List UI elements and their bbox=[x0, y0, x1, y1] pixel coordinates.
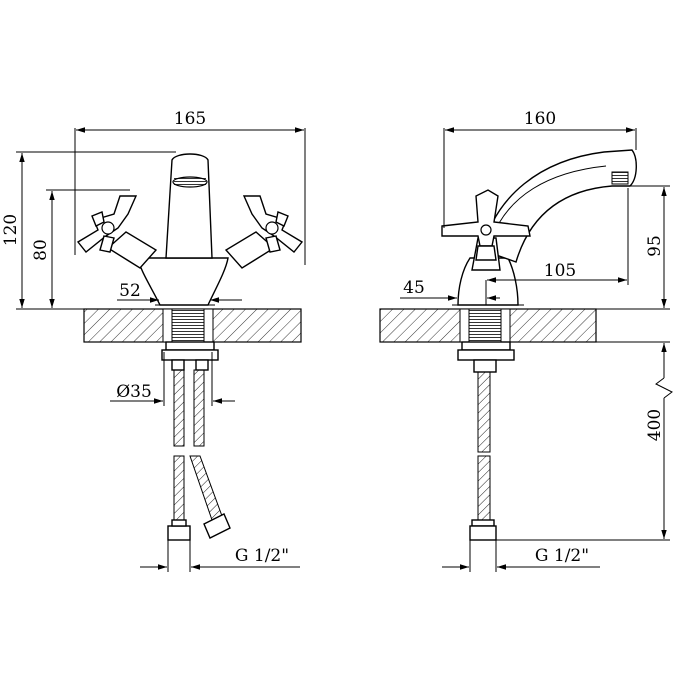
front-hoses bbox=[167, 369, 231, 541]
side-countertop bbox=[379, 308, 597, 343]
dim-side-spout-height-label: 95 bbox=[645, 235, 665, 257]
front-view: 165 120 80 52 Ø35 bbox=[1, 109, 306, 572]
dim-side-spout-reach-label: 105 bbox=[544, 261, 576, 281]
dim-front-base-width-label: 52 bbox=[119, 281, 141, 301]
front-left-cross-handle bbox=[76, 195, 138, 253]
dim-front-thread-label: G 1/2" bbox=[235, 546, 289, 566]
side-cross-handle bbox=[441, 189, 531, 261]
front-faucet-body bbox=[106, 153, 276, 306]
dim-side-thread: G 1/2" bbox=[442, 540, 600, 572]
dim-front-height-total-label: 120 bbox=[1, 214, 21, 246]
dim-side-hose-length-label: 400 bbox=[645, 409, 665, 441]
side-mounting-nut bbox=[457, 341, 515, 373]
dim-front-width: 165 bbox=[74, 109, 306, 265]
dim-front-height-handle-label: 80 bbox=[31, 239, 51, 261]
dim-front-hole-diameter: Ø35 bbox=[110, 352, 235, 406]
dim-front-height-handle: 80 bbox=[31, 189, 130, 308]
dim-side-reach: 160 bbox=[443, 109, 637, 228]
dim-side-base-offset-label: 45 bbox=[403, 278, 425, 298]
dim-front-thread: G 1/2" bbox=[140, 540, 300, 572]
dim-side-spout-reach: 105 bbox=[485, 188, 629, 305]
dim-side-thread-label: G 1/2" bbox=[535, 546, 589, 566]
front-right-cross-handle bbox=[242, 195, 304, 253]
front-mounting-nut bbox=[161, 341, 219, 371]
dim-side-reach-label: 160 bbox=[524, 109, 556, 129]
dim-front-hole-diameter-label: Ø35 bbox=[116, 382, 152, 402]
dim-front-height-total: 120 bbox=[1, 151, 176, 310]
side-view: 160 95 105 45 400 bbox=[379, 109, 673, 572]
dim-front-width-label: 165 bbox=[174, 109, 206, 129]
dim-side-base-offset: 45 bbox=[400, 278, 500, 301]
dim-side-spout-height: 95 bbox=[596, 185, 670, 310]
dim-front-base-width: 52 bbox=[117, 281, 242, 303]
dim-side-hose-length: 400 bbox=[496, 341, 673, 541]
front-countertop bbox=[83, 308, 302, 343]
side-hose bbox=[469, 371, 497, 541]
